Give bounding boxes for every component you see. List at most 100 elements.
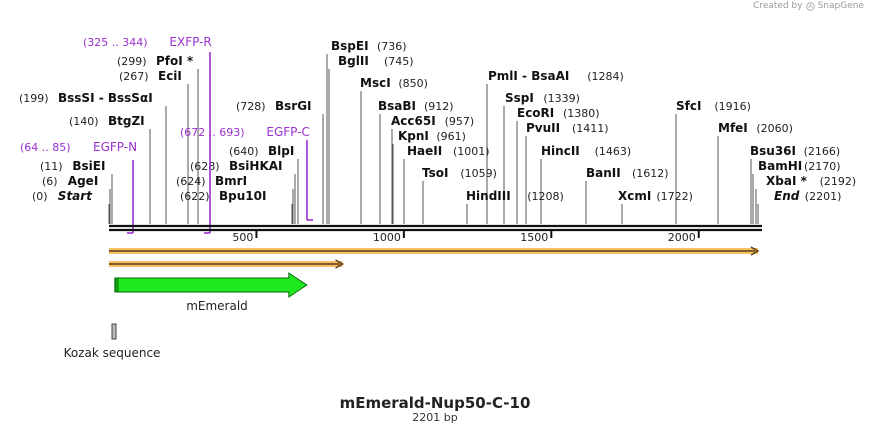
enzyme-position: (640) [229,145,259,158]
enzyme-label-10: (640) BlpI [229,144,294,158]
enzyme-position: (199) [19,92,49,105]
enzyme-name: Start [58,189,93,203]
enzyme-name: BtgZI [108,114,145,128]
enzyme-position: (1208) [527,190,564,203]
enzyme-cut-lines [108,54,759,224]
orf-arrowhead-1 [335,259,344,269]
enzyme-name: BssSI - BssSαI [58,91,153,105]
enzyme-label-27: XcmI(1722) [618,189,693,203]
enzyme-position: (961) [436,130,466,143]
enzyme-label-23: EcoRI(1380) [517,106,600,120]
enzyme-position: (2201) [805,190,842,203]
enzyme-position: (628) [190,160,220,173]
enzyme-label-19: TsoI (1059) [422,166,497,180]
enzyme-name: XcmI [618,189,651,203]
enzyme-label-18: HaeII (1001) [407,144,490,158]
tick-label: 2000 [668,231,696,244]
enzyme-label-2: (11) BsiEI [40,159,105,173]
enzyme-name: TsoI [422,166,448,180]
enzyme-position: (1339) [543,92,580,105]
enzyme-label-31: BamHI(2170) [758,159,841,173]
enzyme-position: (1612) [632,167,669,180]
enzyme-label-13: BglII(745) [338,54,414,68]
enzyme-name: XbaI * [766,174,808,188]
enzyme-name: BsaBI [378,99,416,113]
primer-name: EGFP-N [93,140,137,154]
credit-text: Created by [753,1,803,11]
tick-label: 1000 [373,231,401,244]
primer-name: EGFP-C [266,125,309,139]
orf-arrowhead-0 [750,246,760,256]
enzyme-label-16: Acc65I (957) [391,114,474,128]
sequence-backbone [109,224,762,232]
enzyme-label-1: (6) AgeI [42,174,98,188]
enzyme-label-12: BspEI (736) [331,39,407,53]
enzyme-name: AgeI [68,174,98,188]
enzyme-name: PvuII [526,121,560,135]
enzyme-label-30: Bsu36I(2166) [750,144,840,158]
enzyme-label-33: End (2201) [774,189,841,203]
enzyme-label-9: (628)BsiHKAI [190,159,283,173]
enzyme-position: (912) [424,100,454,113]
enzyme-name: Bsu36I [750,144,796,158]
enzyme-position: (2192) [820,175,857,188]
enzyme-name: BlpI [268,144,294,158]
enzyme-position: (267) [119,70,149,83]
enzyme-label-29: MfeI(2060) [718,121,793,135]
feature-kozak-box: Kozak sequence [64,323,160,360]
enzyme-label-8: (624)BmrI [176,174,247,188]
enzyme-name: BamHI [758,159,802,173]
enzyme-position: (736) [377,40,407,53]
feature-memerald-arrow: mEmerald [114,272,308,313]
enzyme-label-17: KpnI(961) [398,129,466,143]
enzyme-label-3: (140) BtgZI [69,114,145,128]
sequence-map: (0)Start(6)AgeI(11)BsiEI(140)BtgZI(199)B… [19,35,856,360]
enzyme-name: BsiEI [72,159,105,173]
enzyme-label-4: (199) BssSI - BssSαI [19,91,153,105]
enzyme-name: EciI [158,69,182,83]
enzyme-position: (850) [398,77,428,90]
enzyme-label-11: (728)BsrGI [236,99,312,113]
enzyme-label-26: BanII(1612) [586,166,669,180]
enzyme-position: (6) [42,175,58,188]
enzyme-position: (745) [384,55,414,68]
enzyme-position: (1059) [460,167,497,180]
enzyme-label-25: HincII(1463) [541,144,631,158]
enzyme-position: (1001) [453,145,490,158]
enzyme-position: (140) [69,115,99,128]
enzyme-name: End [774,189,800,203]
enzyme-name: Acc65I [391,114,436,128]
enzyme-name: MfeI [718,121,748,135]
orf-layer [109,246,760,269]
enzyme-name: MscI [360,76,391,90]
enzyme-position: (1463) [595,145,632,158]
feature-start-mark [114,278,119,292]
sequence-length: 2201 bp [412,411,458,424]
enzyme-name: PmlI - BsaAI [488,69,569,83]
feature-label: mEmerald [186,299,248,313]
snapgene-credit[interactable]: Created by SnapGene [753,1,864,11]
primer-layer: (64 .. 85) EGFP-N (325 .. 344) EXFP-R (672 .… [20,35,313,234]
feature-arrow-shape [114,272,308,298]
enzyme-label-14: MscI (850) [360,76,428,90]
primer-egfp-n: (64 .. 85) EGFP-N [20,140,137,234]
enzyme-labels: (0)Start(6)AgeI(11)BsiEI(140)BtgZI(199)B… [19,39,856,203]
enzyme-position: (11) [40,160,63,173]
enzyme-name: BspEI [331,39,369,53]
primer-range: (64 .. 85) [20,141,71,154]
enzyme-name: SfcI [676,99,701,113]
enzyme-position: (299) [117,55,147,68]
enzyme-position: (622) [180,190,210,203]
enzyme-label-24: PvuII(1411) [526,121,609,135]
primer-name: EXFP-R [169,35,211,49]
enzyme-label-7: (622) Bpu10I [180,189,266,203]
primer-range: (325 .. 344) [83,36,148,49]
enzyme-name: Bpu10I [219,189,266,203]
enzyme-name: BsrGI [275,99,312,113]
tick-label: 1500 [520,231,548,244]
enzyme-name: HaeII [407,144,442,158]
enzyme-name: BmrI [215,174,247,188]
primer-range: (672 .. 693) [180,126,245,139]
enzyme-position: (957) [445,115,475,128]
